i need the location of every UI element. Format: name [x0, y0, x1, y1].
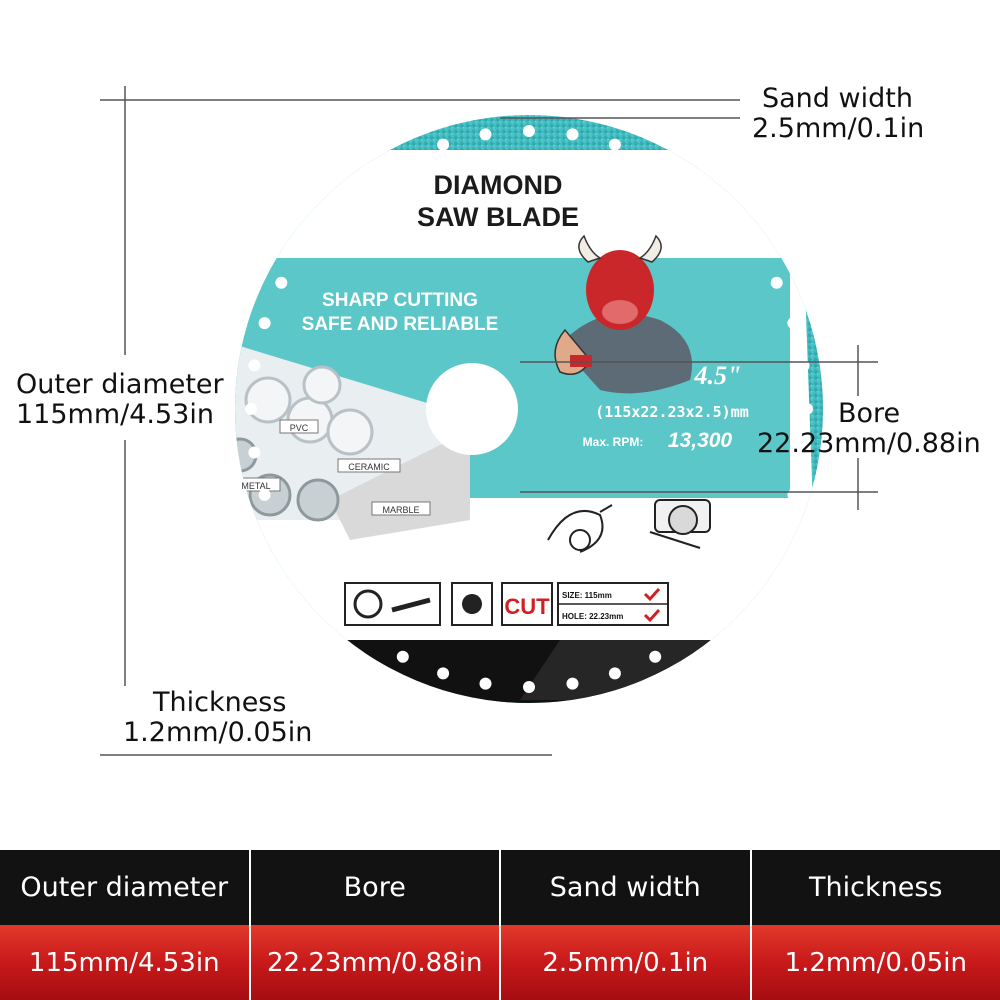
blade-title-line2: SAW BLADE — [417, 202, 579, 232]
blade-dark-band — [235, 640, 810, 703]
rim-hole — [747, 566, 760, 579]
blade-size-badge: 4.5" — [694, 361, 742, 390]
rim-hole — [396, 155, 409, 168]
spec-header-bore: Bore — [250, 850, 501, 925]
callout-thickness: Thickness — [153, 688, 286, 718]
saw-blade-diagram: DIAMOND SAW BLADE SHARP CUTTING SAFE AND… — [100, 86, 878, 756]
callout-bore-value-wrap: 22.23mm/0.88in — [757, 429, 981, 459]
rim-hole — [608, 667, 621, 680]
callout-sand-width-value: 2.5mm/0.1in — [752, 113, 925, 144]
blade-cut-label: CUT — [504, 594, 550, 619]
spec-table: Outer diameter Bore Sand width Thickness… — [0, 850, 1000, 1000]
rim-hole — [326, 206, 339, 219]
rim-hole — [248, 359, 261, 372]
rim-hole — [479, 677, 492, 690]
rim-hole — [787, 488, 800, 501]
spec-header-outer: Outer diameter — [0, 850, 251, 925]
callout-sand-width-label: Sand width — [762, 83, 913, 114]
rim-hole — [479, 128, 492, 141]
rim-hole — [258, 488, 271, 501]
rim-hole — [298, 239, 311, 252]
rim-hole — [787, 317, 800, 330]
spec-value-sand: 2.5mm/0.1in — [501, 925, 752, 1000]
pipes-illustration — [235, 340, 470, 540]
callout-bore-label: Bore — [838, 398, 901, 429]
rim-hole — [770, 529, 783, 542]
callout-bore-value: 22.23mm/0.88in — [757, 428, 981, 459]
rim-hole — [649, 650, 662, 663]
rim-hole — [359, 627, 372, 640]
material-label-ceramic: CERAMIC — [348, 462, 390, 472]
callout-bore: Bore — [838, 399, 900, 429]
callout-thickness-value: 1.2mm/0.05in — [123, 717, 313, 748]
usage-icons — [547, 499, 711, 553]
blade-size-check: SIZE: 115mm — [562, 591, 612, 600]
rim-hole — [719, 206, 732, 219]
material-label-metal: METAL — [241, 481, 270, 491]
rim-hole — [275, 276, 288, 289]
spec-table-header-row: Outer diameter Bore Sand width Thickness — [0, 850, 1000, 925]
callout-sand-width: Sand width — [762, 84, 913, 114]
blade-tagline-line1: SHARP CUTTING — [322, 290, 478, 311]
callout-outer-diameter: Outer diameter 115mm/4.53in — [16, 370, 224, 430]
rim-hole — [797, 446, 810, 459]
rim-hole — [359, 178, 372, 191]
rim-hole — [801, 403, 813, 415]
blade-title-line1: DIAMOND — [434, 170, 563, 200]
rim-hole — [566, 677, 579, 690]
blade-spec: (115x22.23x2.5)mm — [595, 403, 749, 421]
rim-hole — [686, 627, 699, 640]
dimension-lines — [100, 86, 878, 756]
rim-hole — [686, 178, 699, 191]
spec-header-sand: Sand width — [501, 850, 752, 925]
blade-rpm-label: Max. RPM: — [583, 435, 644, 449]
bull-mascot-icon — [554, 234, 692, 394]
rim-hole — [245, 403, 257, 415]
spec-table-value-row: 115mm/4.53in 22.23mm/0.88in 2.5mm/0.1in … — [0, 925, 1000, 1000]
blade-rpm-value: 13,300 — [668, 429, 733, 452]
rim-hole — [298, 566, 311, 579]
rim-cooling-holes — [245, 125, 813, 693]
callout-outer-value: 115mm/4.53in — [16, 399, 214, 430]
callout-thickness-value-wrap: 1.2mm/0.05in — [123, 718, 312, 748]
rim-hole — [566, 128, 579, 141]
callout-sand-width-value-wrap: 2.5mm/0.1in — [752, 114, 924, 144]
blade-tagline-line2: SAFE AND RELIABLE — [302, 314, 499, 335]
rim-hole — [747, 239, 760, 252]
rim-hole — [770, 276, 783, 289]
rim-hole — [437, 138, 450, 151]
rim-hole — [326, 599, 339, 612]
rim-hole — [608, 138, 621, 151]
blade-hole-check: HOLE: 22.23mm — [562, 612, 623, 621]
rim-hole — [437, 667, 450, 680]
center-bore — [426, 363, 518, 455]
rim-hole — [523, 125, 535, 137]
rim-hole — [275, 529, 288, 542]
warning-icon-row — [344, 582, 669, 626]
callout-outer-label: Outer diameter — [16, 369, 224, 400]
spec-value-outer: 115mm/4.53in — [0, 925, 251, 1000]
spec-header-thickness: Thickness — [751, 850, 1000, 925]
rim-hole — [523, 681, 535, 693]
spec-value-thickness: 1.2mm/0.05in — [751, 925, 1000, 1000]
rim-hole — [396, 650, 409, 663]
rim-hole — [258, 317, 271, 330]
rim-hole — [719, 599, 732, 612]
rim-hole — [248, 446, 261, 459]
material-label-pvc: PVC — [290, 423, 309, 433]
spec-value-bore: 22.23mm/0.88in — [250, 925, 501, 1000]
rim-hole — [649, 155, 662, 168]
material-label-marble: MARBLE — [382, 505, 419, 515]
callout-thickness-label: Thickness — [153, 687, 287, 718]
